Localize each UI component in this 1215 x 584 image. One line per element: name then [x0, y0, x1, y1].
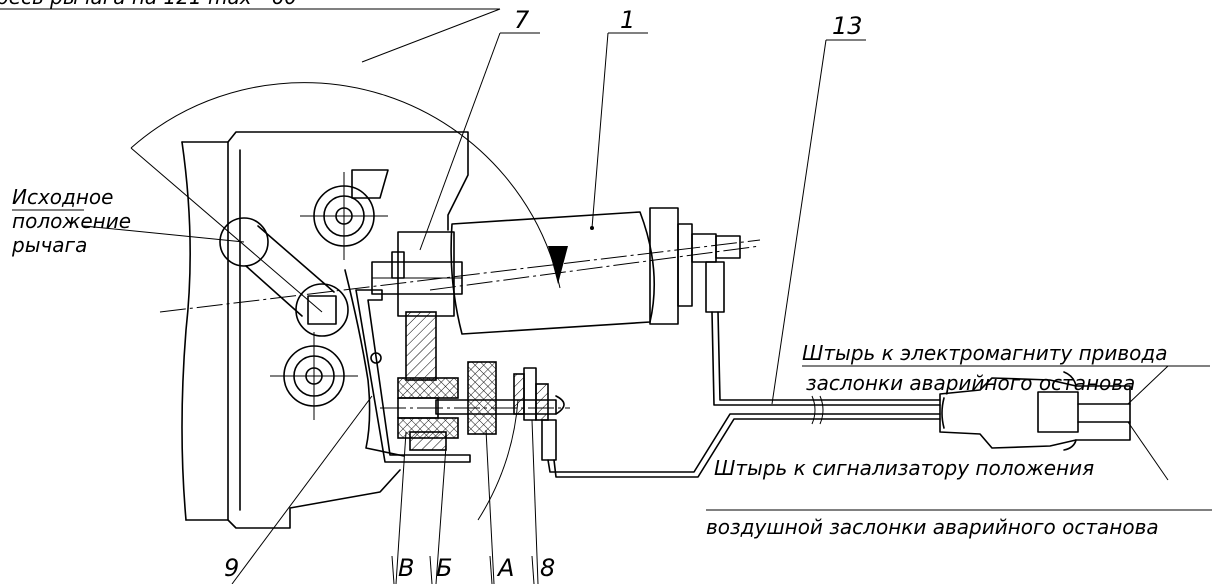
solenoid-flange	[677, 223, 693, 307]
connector-insert	[1037, 391, 1079, 433]
solenoid-end-cap	[649, 207, 679, 325]
callout-leaders	[12, 32, 1212, 584]
housing-bottom	[227, 469, 401, 529]
housing-break-line	[181, 141, 191, 521]
callout-9: 9	[224, 554, 239, 582]
leader-a	[485, 429, 495, 584]
callout-v: В	[398, 554, 414, 582]
washer-a	[467, 361, 497, 435]
callout-7: 7	[514, 6, 530, 34]
callout-a: А	[496, 554, 514, 582]
lever-arm-bottom	[245, 265, 303, 317]
pin-electromagnet-line-2: заслонки аварийного останова	[806, 371, 1135, 395]
solenoid-body	[450, 211, 656, 335]
adjusting-rod	[435, 399, 557, 415]
contact-plate	[523, 367, 537, 421]
sleeve-v-top	[397, 377, 459, 399]
lever-hub	[295, 283, 349, 337]
leader-7	[419, 32, 501, 251]
engine-housing	[181, 131, 469, 529]
lever-arm-top	[257, 225, 335, 293]
wiring-harness	[547, 311, 1131, 478]
sep-b	[429, 555, 433, 584]
initial-position-line-1: Исходное	[12, 185, 113, 209]
boot-ridge-top	[1063, 371, 1077, 387]
leader-b	[435, 445, 447, 584]
wire-lower-1	[547, 413, 941, 473]
top-caption-text: ресь рычага на 121 max - 60°	[0, 0, 307, 9]
leader-9	[231, 395, 373, 584]
lower-terminal	[541, 419, 557, 461]
callout-8: 8	[540, 554, 555, 582]
arc-line	[130, 82, 561, 289]
pin-electromagnet-leader	[1127, 365, 1169, 405]
housing-top	[227, 131, 469, 231]
housing-left-wall	[181, 141, 229, 521]
pin-signaler-line-2: воздушной заслонки аварийного останова	[706, 515, 1159, 539]
terminal-nut	[715, 235, 741, 259]
bottom-label-separators	[391, 555, 535, 584]
sep-v	[391, 555, 395, 584]
solenoid-axis-line	[429, 245, 761, 291]
leader-1	[591, 32, 609, 229]
callout-1: 1	[620, 6, 635, 34]
nut-8-b	[535, 383, 549, 421]
stop-block	[351, 169, 389, 199]
bracket-outline	[344, 269, 405, 457]
mounting-block	[371, 231, 463, 381]
top-caption: ресь рычага на 121 max - 60°	[0, 0, 501, 63]
leader-13	[771, 39, 827, 405]
plunger-pin	[391, 251, 405, 279]
top-caption-leader	[361, 8, 501, 63]
initial-position-line-2: положение	[12, 209, 131, 233]
callout-b: Б	[436, 554, 452, 582]
arc-arrowhead	[548, 246, 568, 284]
lever-rotation-arc	[130, 82, 568, 521]
connector-boot	[939, 377, 1131, 449]
lever	[219, 217, 349, 337]
arc-start-radius	[130, 147, 323, 313]
nut-8-a	[513, 373, 525, 415]
upper-bolt-nut	[300, 172, 388, 260]
wire-upper-2	[711, 311, 941, 406]
sep-8	[531, 555, 535, 584]
lower-bolt-nut	[270, 332, 358, 420]
wire-lower-2	[553, 418, 941, 478]
pin-signaler-leader	[1127, 421, 1169, 481]
pin-signaler-line-1: Штырь к сигнализатору положения	[714, 456, 1094, 480]
bracket-hole	[370, 352, 382, 364]
terminal-connector	[705, 261, 725, 313]
lever-knob	[219, 217, 269, 267]
boot-ridge-1	[941, 397, 945, 429]
mounting-plate	[397, 231, 455, 317]
pin-electromagnet-line-1: Штырь к электромагниту привода	[802, 341, 1167, 365]
sleeve-v-core	[397, 397, 439, 419]
adjusting-assembly	[397, 361, 565, 461]
solenoid	[450, 207, 741, 335]
leader-8	[531, 419, 539, 584]
lever-square-shaft	[307, 295, 337, 325]
wire-break-mark	[811, 395, 824, 425]
callout-13: 13	[832, 12, 863, 40]
initial-position-line-3: рычага	[11, 233, 87, 257]
sep-a	[489, 555, 493, 584]
wire-upper-1	[717, 311, 941, 401]
lever-axis-line	[159, 239, 761, 313]
text-labels: 7 1 13 Исходное положение рычага Штырь к…	[11, 6, 1167, 582]
mounting-block-section	[405, 311, 437, 381]
leader-v	[395, 431, 407, 584]
initial-position-leader	[83, 225, 245, 243]
nut-b	[409, 431, 447, 451]
boot-ridge-bottom	[1063, 439, 1077, 451]
rod-end-cap	[555, 395, 565, 415]
